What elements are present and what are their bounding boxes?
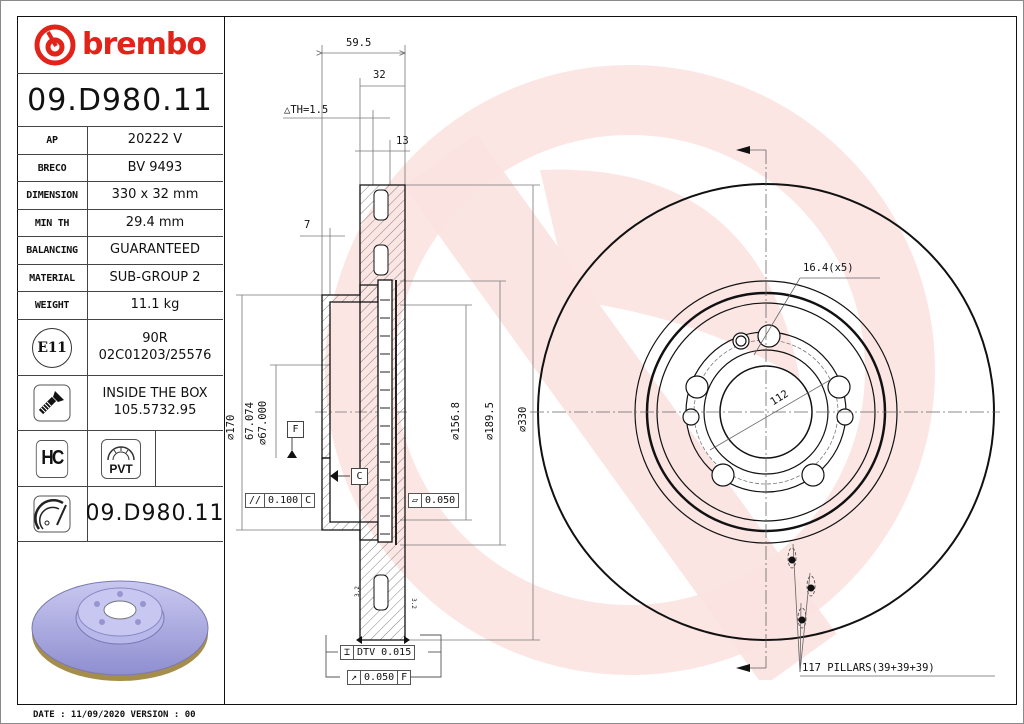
- part-number: 09.D980.11: [27, 82, 213, 118]
- pvt-badge-icon: PVT: [101, 438, 141, 479]
- screw-line1: INSIDE THE BOX: [102, 386, 208, 402]
- spec-label: DIMENSION: [17, 182, 88, 209]
- date-version: DATE : 11/09/2020 VERSION : 00: [33, 710, 196, 720]
- dim-diameter-156: ⌀156.8: [450, 402, 462, 440]
- part-number-row: 09.D980.11: [17, 74, 223, 127]
- spec-row-material: MATERIAL SUB-GROUP 2: [17, 265, 223, 292]
- spec-label: BRECO: [17, 155, 88, 181]
- spec-sidebar: brembo 09.D980.11 AP 20222 V BRECO BV 94…: [17, 16, 225, 705]
- footer-part-number: 09.D980.11: [85, 500, 225, 526]
- spec-row-balancing: BALANCING GUARANTEED: [17, 237, 223, 265]
- footer-part-row: 09.D980.11: [17, 487, 223, 542]
- runout-datum: F: [401, 672, 408, 683]
- dim-pillars: 117 PILLARS(39+39+39): [802, 662, 935, 674]
- drawing-sheet: [17, 16, 1017, 705]
- datum-c-box: C: [351, 468, 368, 485]
- spec-label: BALANCING: [17, 237, 88, 264]
- spec-value: 11.1 kg: [130, 297, 180, 313]
- dtv-value: DTV 0.015: [357, 647, 412, 658]
- pvt-disc-icon: [107, 445, 135, 460]
- disc-wear-icon: [33, 495, 71, 533]
- parallelism-value: 0.100: [265, 494, 303, 507]
- disc-wear-icon-cell: [17, 487, 88, 541]
- spec-label: WEIGHT: [17, 292, 88, 319]
- flatness-frame: ▱ 0.050: [408, 493, 460, 508]
- flatness-icon: ▱: [409, 494, 423, 507]
- dim-pillar-width: 13: [396, 135, 409, 147]
- parallelism-frame: // 0.100 C: [245, 493, 316, 508]
- pvt-text: PVT: [109, 461, 133, 476]
- spec-value: 20222 V: [127, 132, 183, 148]
- technical-drawing: [236, 45, 1000, 678]
- dim-overall-width: 59.5: [346, 37, 372, 49]
- spec-label: MATERIAL: [17, 265, 88, 291]
- dim-hat-offset: 7: [304, 219, 311, 231]
- dim-diameter-189: ⌀189.5: [484, 402, 496, 440]
- spec-row-ap: AP 20222 V: [17, 127, 223, 155]
- brembo-watermark-icon: [325, 65, 935, 680]
- runout-frame: ↗ 0.050 F: [347, 670, 412, 685]
- dim-diameter-170: ⌀170: [225, 414, 237, 440]
- spec-value: SUB-GROUP 2: [109, 269, 201, 285]
- screw-icon-cell: [17, 376, 88, 430]
- logo-row: brembo: [17, 16, 223, 74]
- dim-delta-th: △TH=1.5: [284, 104, 329, 116]
- parallelism-icon: //: [246, 494, 266, 507]
- dim-bore-lower: ⌀67.000: [257, 400, 269, 445]
- hc-badge-icon: HC: [35, 439, 69, 478]
- spec-row-breco: BRECO BV 9493: [17, 155, 223, 182]
- spec-value: 29.4 mm: [125, 214, 185, 230]
- approval-icon-cell: E11: [17, 320, 88, 375]
- screw-line2: 105.5732.95: [113, 403, 197, 418]
- spec-row-weight: WEIGHT 11.1 kg: [17, 292, 223, 320]
- dim-bore-upper: 67.074: [244, 402, 256, 440]
- roughness-right: 3.2: [409, 598, 417, 609]
- parallelism-datum: C: [305, 495, 312, 506]
- dtv-frame: ⌶ DTV 0.015: [340, 645, 416, 660]
- e11-mark-icon: E11: [32, 327, 72, 368]
- dtv-icon: ⌶: [341, 646, 355, 659]
- datum-f-box: F: [287, 421, 304, 438]
- dim-thickness: 32: [373, 69, 386, 81]
- spec-row-min-th: MIN TH 29.4 mm: [17, 210, 223, 237]
- spec-label: AP: [17, 127, 88, 154]
- e11-mark-text: E11: [37, 339, 67, 356]
- spec-value: 330 x 32 mm: [111, 187, 199, 203]
- spec-label: MIN TH: [17, 210, 88, 236]
- roughness-left: 3.2: [353, 586, 361, 597]
- brembo-logo-icon: [34, 24, 76, 65]
- dim-bolt-hole: 16.4(x5): [803, 262, 854, 274]
- hc-text: HC: [41, 447, 64, 469]
- dim-diameter-330: ⌀330: [517, 406, 529, 432]
- flatness-value: 0.050: [425, 495, 456, 506]
- badges-row: HC PVT: [17, 431, 223, 487]
- runout-value: 0.050: [361, 671, 399, 684]
- spec-row-dimension: DIMENSION 330 x 32 mm: [17, 182, 223, 210]
- product-render-cell: [17, 542, 223, 705]
- runout-icon: ↗: [348, 671, 362, 684]
- approval-line2: 02C01203/25576: [98, 347, 212, 363]
- spec-value: GUARANTEED: [110, 242, 200, 258]
- screw-icon: [33, 384, 71, 422]
- pvt-cell: PVT: [87, 431, 156, 486]
- hc-cell: HC: [17, 431, 88, 486]
- spec-value: BV 9493: [127, 159, 183, 175]
- brand-name: brembo: [82, 27, 207, 62]
- approval-line1: 90R: [142, 330, 168, 346]
- brake-disc-render-icon: [31, 580, 209, 681]
